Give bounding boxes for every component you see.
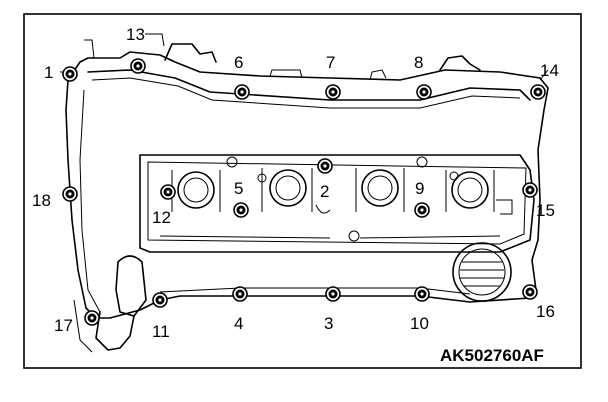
label-bolt-9: 9: [415, 179, 424, 198]
label-bolt-1: 1: [44, 63, 53, 82]
label-bolt-6: 6: [234, 53, 243, 72]
bolt-number-labels: 1 2 3 4 5 6 7 8 9 10 11 12 13 14 15 16 1…: [32, 25, 559, 341]
bolt-5: [233, 202, 249, 218]
bolt-2: [317, 158, 333, 174]
bolt-6: [234, 84, 250, 100]
bolt-15: [522, 182, 538, 198]
label-bolt-14: 14: [540, 61, 559, 80]
label-bolt-10: 10: [410, 314, 429, 333]
label-bolt-8: 8: [414, 53, 423, 72]
label-bolt-7: 7: [326, 53, 335, 72]
bolt-17: [84, 310, 100, 326]
bolt-10: [414, 286, 430, 302]
bolt-4: [232, 286, 248, 302]
label-bolt-15: 15: [536, 201, 555, 220]
bolt-12: [160, 184, 176, 200]
label-bolt-17: 17: [54, 316, 73, 335]
figure-code: AK502760AF: [440, 346, 544, 365]
label-bolt-3: 3: [324, 314, 333, 333]
label-bolt-12: 12: [152, 208, 171, 227]
bolt-14: [530, 84, 546, 100]
label-bolt-4: 4: [234, 314, 243, 333]
figure-frame: [23, 13, 582, 369]
label-bolt-5: 5: [234, 179, 243, 198]
bolt-1: [62, 66, 78, 82]
cylinder-head-cover: [65, 39, 549, 353]
label-bolt-11: 11: [152, 322, 170, 341]
bolts: [62, 58, 546, 326]
label-bolt-16: 16: [536, 302, 555, 321]
bolt-16: [522, 284, 538, 300]
label-bolt-13: 13: [126, 25, 145, 44]
label-bolt-2: 2: [320, 182, 329, 201]
bolt-18: [62, 186, 78, 202]
bolt-7: [325, 84, 341, 100]
bolt-9: [414, 202, 430, 218]
bolt-8: [416, 84, 432, 100]
label-bolt-18: 18: [32, 191, 51, 210]
bolt-13: [130, 58, 146, 74]
bolt-3: [325, 286, 341, 302]
bolt-11: [152, 292, 168, 308]
